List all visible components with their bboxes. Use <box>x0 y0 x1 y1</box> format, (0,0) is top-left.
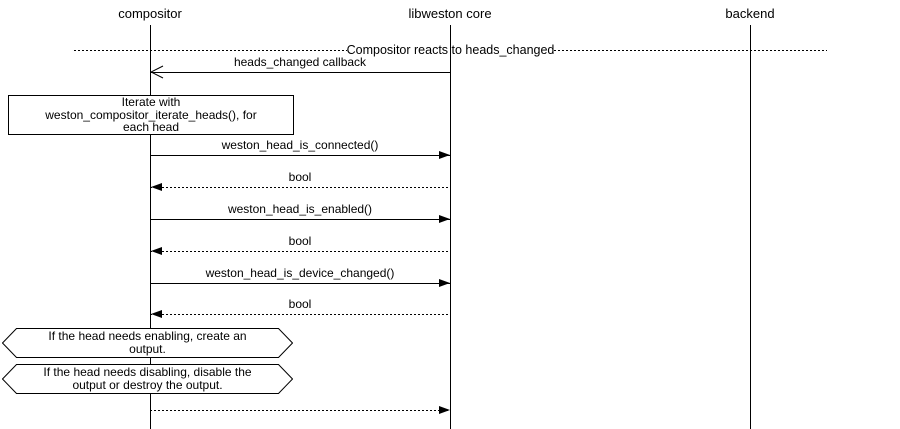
note-line: Iterate with <box>121 95 181 110</box>
divider: Compositor reacts to heads_changed <box>74 43 828 58</box>
message-label: weston_head_is_enabled() <box>227 202 373 216</box>
participant-label-libweston-core: libweston core <box>408 6 492 21</box>
condition-line: If the head needs disabling, disable the <box>43 365 252 379</box>
filled-arrowhead-icon <box>151 183 162 191</box>
participant-label-backend: backend <box>725 6 775 21</box>
filled-arrowhead-icon <box>439 406 450 414</box>
condition-line: output. <box>129 342 166 356</box>
participant-label-compositor: compositor <box>118 6 182 21</box>
open-arrowhead-icon <box>150 65 164 79</box>
message-line <box>150 314 450 315</box>
condition-line: If the head needs enabling, create an <box>48 329 247 343</box>
lifeline-backend <box>750 25 751 429</box>
filled-arrowhead-icon <box>439 215 450 223</box>
condition-enable-output: If the head needs enabling, create an ou… <box>2 328 293 358</box>
lifeline-libweston-core <box>450 25 451 429</box>
message-label: weston_head_is_connected() <box>221 138 379 152</box>
note-line: weston_compositor_iterate_heads(), for <box>45 107 257 122</box>
note-iterate-heads: Iterate with weston_compositor_iterate_h… <box>8 95 294 135</box>
message-label: bool <box>288 234 312 248</box>
message-line <box>150 410 450 411</box>
message-label: bool <box>288 297 312 311</box>
condition-line: output or destroy the output. <box>72 378 223 392</box>
filled-arrowhead-icon <box>151 310 162 318</box>
message-label: bool <box>288 170 312 184</box>
note-line: each head <box>122 120 180 135</box>
condition-disable-output: If the head needs disabling, disable the… <box>2 364 293 394</box>
message-label: weston_head_is_device_changed() <box>205 266 395 280</box>
filled-arrowhead-icon <box>439 279 450 287</box>
message-line <box>150 283 450 284</box>
hexagon-shape <box>2 364 293 394</box>
message-line <box>150 72 450 73</box>
hexagon-shape <box>2 328 293 358</box>
filled-arrowhead-icon <box>151 247 162 255</box>
divider-dotted-line-left <box>74 50 347 51</box>
divider-dotted-line-right <box>554 50 828 51</box>
lifeline-compositor <box>150 25 151 429</box>
message-line <box>150 187 450 188</box>
filled-arrowhead-icon <box>439 151 450 159</box>
message-line <box>150 219 450 220</box>
message-line <box>150 155 450 156</box>
message-line <box>150 251 450 252</box>
message-label: heads_changed callback <box>233 55 367 69</box>
divider-title: Compositor reacts to heads_changed <box>346 43 555 57</box>
